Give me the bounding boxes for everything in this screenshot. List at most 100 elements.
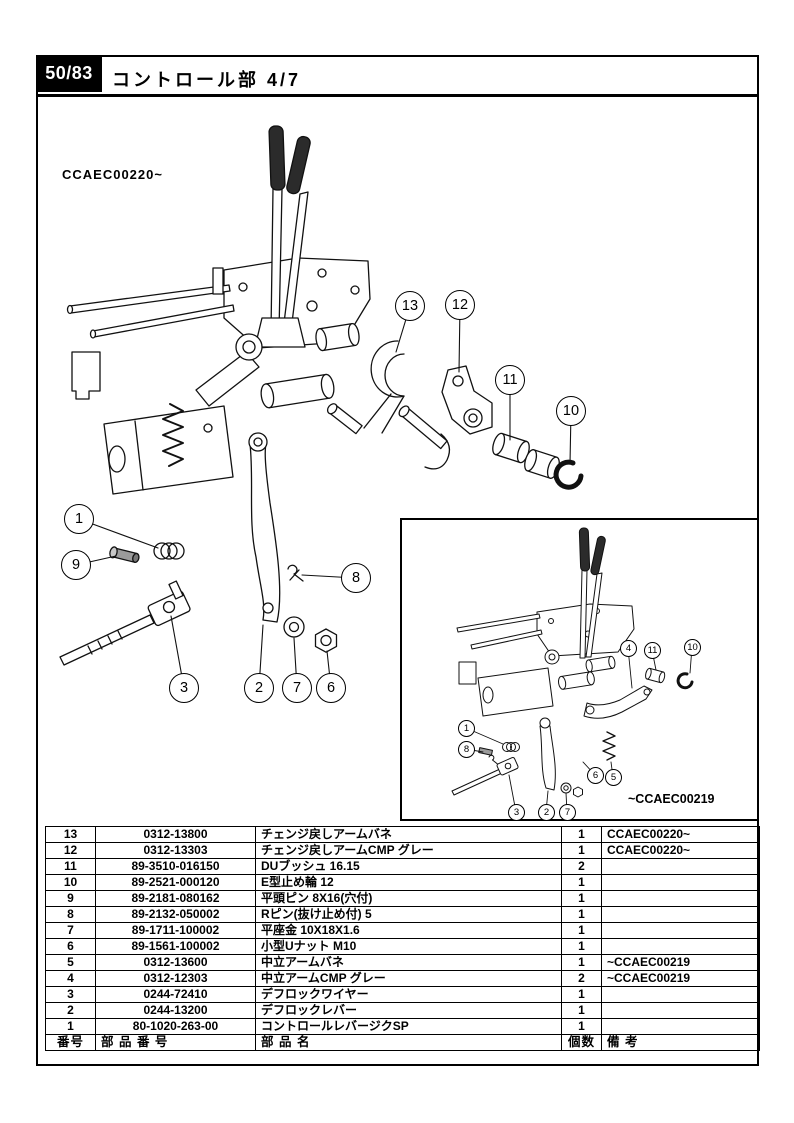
inset-callout-4: 4 <box>620 640 637 657</box>
cell-no: 4 <box>45 970 96 987</box>
part-row: 13 0312-13800 チェンジ戻しアームバネ 1 CCAEC00220~ <box>45 826 760 843</box>
cell-remarks: ~CCAEC00219 <box>601 970 760 987</box>
part-row: 11 89-3510-016150 DUブッシュ 16.15 2 <box>45 858 760 875</box>
cell-part-number: 89-2521-000120 <box>95 874 256 891</box>
cell-no: 7 <box>45 922 96 939</box>
callout-3: 3 <box>169 673 199 703</box>
cell-part-name: E型止め輪 12 <box>255 874 562 891</box>
callout-13: 13 <box>395 291 425 321</box>
cell-no: 10 <box>45 874 96 891</box>
cell-part-name: コントロールレバージクSP <box>255 1018 562 1035</box>
callout-8: 8 <box>341 563 371 593</box>
serial-label-inset: ~CCAEC00219 <box>628 792 715 806</box>
part-row: 4 0312-12303 中立アームCMP グレー 2 ~CCAEC00219 <box>45 970 760 987</box>
cell-remarks <box>601 890 760 907</box>
cell-remarks: ~CCAEC00219 <box>601 954 760 971</box>
cell-qty: 1 <box>561 1018 602 1035</box>
cell-qty: 1 <box>561 922 602 939</box>
cell-part-number: 80-1020-263-00 <box>95 1018 256 1035</box>
cell-no: 11 <box>45 858 96 875</box>
cell-no: 1 <box>45 1018 96 1035</box>
page-number: 50/83 <box>45 63 93 83</box>
cell-no: 12 <box>45 842 96 859</box>
cell-part-name: チェンジ戻しアームバネ <box>255 826 562 843</box>
cell-part-name: Rピン(抜け止め付) 5 <box>255 906 562 923</box>
cell-no: 3 <box>45 986 96 1003</box>
cell-qty: 1 <box>561 906 602 923</box>
part-row: 2 0244-13200 デフロックレバー 1 <box>45 1002 760 1019</box>
header-remarks: 備 考 <box>601 1034 760 1051</box>
cell-part-number: 0312-13600 <box>95 954 256 971</box>
inset-callout-10: 10 <box>684 639 701 656</box>
cell-part-number: 0312-13800 <box>95 826 256 843</box>
cell-remarks <box>601 874 760 891</box>
cell-qty: 2 <box>561 970 602 987</box>
cell-no: 5 <box>45 954 96 971</box>
table-header-row: 番号 部 品 番 号 部 品 名 個数 備 考 <box>45 1034 760 1051</box>
cell-no: 13 <box>45 826 96 843</box>
part-row: 6 89-1561-100002 小型Uナット M10 1 <box>45 938 760 955</box>
callout-10: 10 <box>556 396 586 426</box>
cell-qty: 1 <box>561 842 602 859</box>
cell-remarks: CCAEC00220~ <box>601 842 760 859</box>
cell-no: 6 <box>45 938 96 955</box>
cell-part-number: 0244-72410 <box>95 986 256 1003</box>
cell-remarks <box>601 858 760 875</box>
cell-part-name: チェンジ戻しアームCMP グレー <box>255 842 562 859</box>
cell-part-number: 0244-13200 <box>95 1002 256 1019</box>
part-row: 12 0312-13303 チェンジ戻しアームCMP グレー 1 CCAEC00… <box>45 842 760 859</box>
callout-2: 2 <box>244 673 274 703</box>
inset-callout-3: 3 <box>508 804 525 821</box>
inset-callout-5: 5 <box>605 769 622 786</box>
part-row: 1 80-1020-263-00 コントロールレバージクSP 1 <box>45 1018 760 1035</box>
callout-12: 12 <box>445 290 475 320</box>
inset-callout-7: 7 <box>559 804 576 821</box>
part-row: 8 89-2132-050002 Rピン(抜け止め付) 5 1 <box>45 906 760 923</box>
cell-qty: 1 <box>561 890 602 907</box>
header-qty: 個数 <box>561 1034 602 1051</box>
cell-qty: 1 <box>561 826 602 843</box>
cell-part-number: 89-2181-080162 <box>95 890 256 907</box>
inset-callout-11: 11 <box>644 642 661 659</box>
cell-part-number: 89-1711-100002 <box>95 922 256 939</box>
cell-remarks <box>601 986 760 1003</box>
cell-qty: 1 <box>561 986 602 1003</box>
cell-no: 9 <box>45 890 96 907</box>
header-part-name: 部 品 名 <box>255 1034 562 1051</box>
cell-part-name: 中立アームCMP グレー <box>255 970 562 987</box>
part-row: 3 0244-72410 デフロックワイヤー 1 <box>45 986 760 1003</box>
page-number-box: 50/83 <box>36 55 102 92</box>
cell-remarks <box>601 938 760 955</box>
cell-part-name: 平頭ピン 8X16(穴付) <box>255 890 562 907</box>
cell-qty: 1 <box>561 954 602 971</box>
cell-no: 2 <box>45 1002 96 1019</box>
main-assembly-drawing <box>59 125 584 666</box>
parts-table: 13 0312-13800 チェンジ戻しアームバネ 1 CCAEC00220~ … <box>45 826 760 1051</box>
callout-1: 1 <box>64 504 94 534</box>
part-row: 5 0312-13600 中立アームバネ 1 ~CCAEC00219 <box>45 954 760 971</box>
page-title: コントロール部 4/7 <box>112 70 302 90</box>
cell-part-name: 中立アームバネ <box>255 954 562 971</box>
cell-part-number: 0312-13303 <box>95 842 256 859</box>
cell-part-name: デフロックワイヤー <box>255 986 562 1003</box>
part-row: 10 89-2521-000120 E型止め輪 12 1 <box>45 874 760 891</box>
inset-callout-6: 6 <box>587 767 604 784</box>
header-part-number: 部 品 番 号 <box>95 1034 256 1051</box>
cell-part-name: 小型Uナット M10 <box>255 938 562 955</box>
part-row: 7 89-1711-100002 平座金 10X18X1.6 1 <box>45 922 760 939</box>
cell-part-number: 89-2132-050002 <box>95 906 256 923</box>
inset-callout-8: 8 <box>458 741 475 758</box>
cell-remarks <box>601 1002 760 1019</box>
cell-remarks <box>601 906 760 923</box>
cell-part-name: デフロックレバー <box>255 1002 562 1019</box>
cell-qty: 1 <box>561 938 602 955</box>
cell-part-name: 平座金 10X18X1.6 <box>255 922 562 939</box>
cell-part-number: 89-1561-100002 <box>95 938 256 955</box>
serial-label-main: CCAEC00220~ <box>62 167 163 182</box>
header-no: 番号 <box>45 1034 96 1051</box>
cell-part-number: 89-3510-016150 <box>95 858 256 875</box>
cell-part-name: DUブッシュ 16.15 <box>255 858 562 875</box>
part-row: 9 89-2181-080162 平頭ピン 8X16(穴付) 1 <box>45 890 760 907</box>
